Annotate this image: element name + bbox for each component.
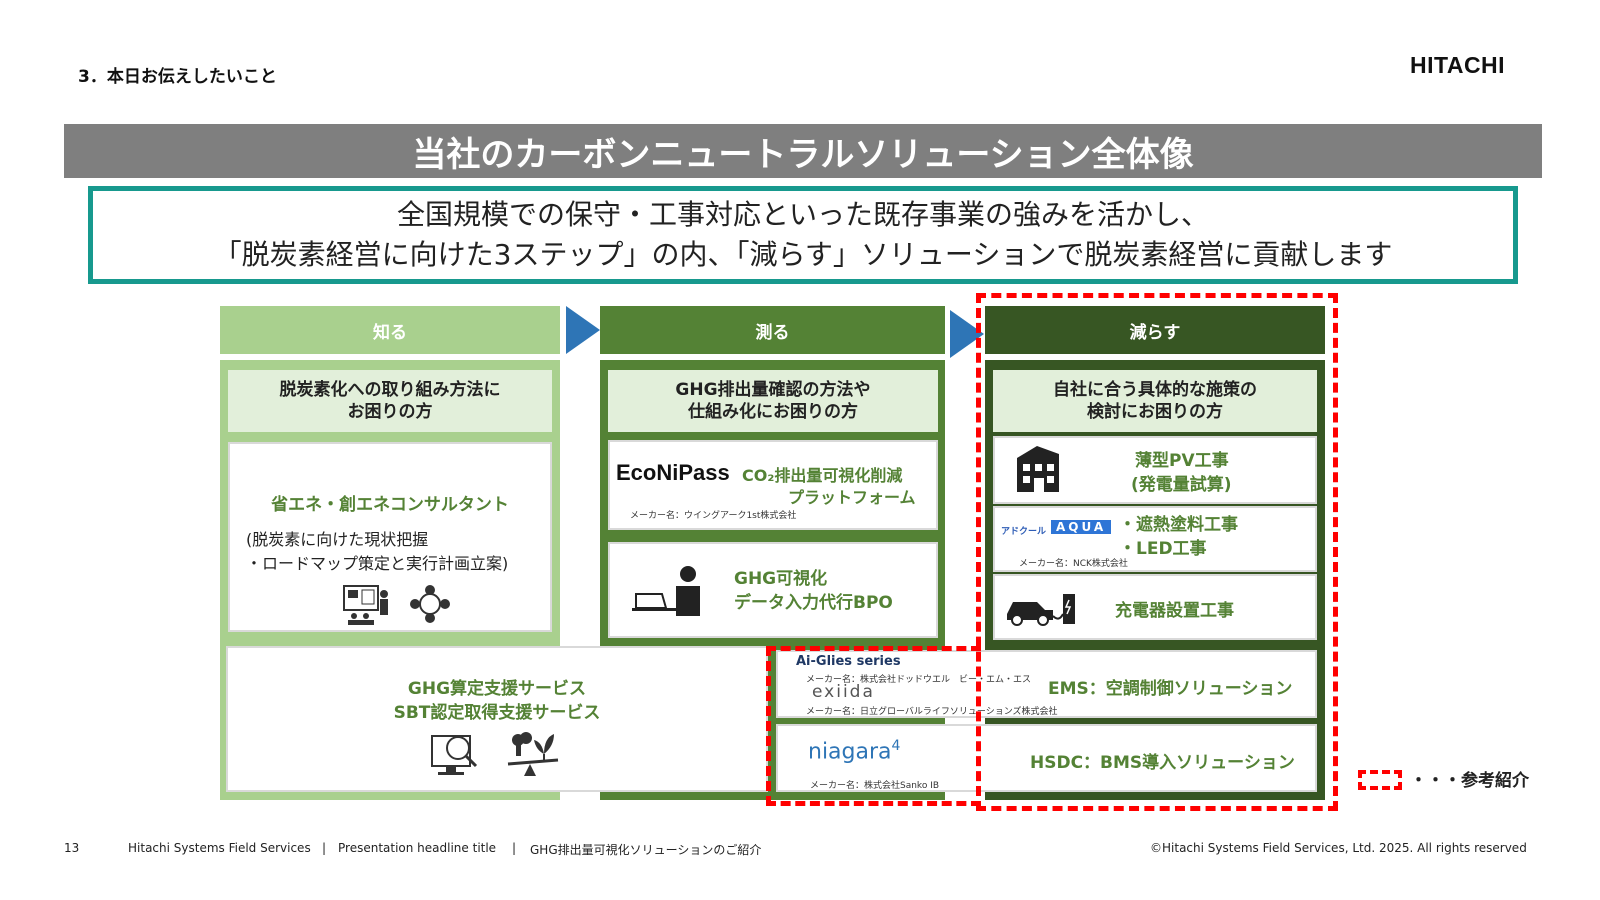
footer-separator: | xyxy=(322,841,327,855)
ems-card: Ai-Glies series メーカー名：株式会社ドッドウエル ビー・エム・エ… xyxy=(776,650,1317,718)
problem-reduce-line2: 検討にお困りの方 xyxy=(1087,402,1223,422)
ems-label: EMS：空調制御ソリューション xyxy=(1048,679,1293,699)
column-head-know-label: 知る xyxy=(373,322,407,343)
key-message: 全国規模での保守・工事対応といった既存事業の強みを活かし、 「脱炭素経営に向けた… xyxy=(88,186,1518,284)
niagara-maker: メーカー名：株式会社Sanko IB xyxy=(810,781,940,791)
aqua-maker: メーカー名：NCK株式会社 xyxy=(1019,559,1128,569)
ev-charger-icon xyxy=(1007,594,1075,626)
column-head-know: 知る xyxy=(220,306,560,354)
legend-dashed-box xyxy=(1358,770,1402,790)
ghg-support-card: GHG算定支援サービス SBT認定取得支援サービス xyxy=(226,646,768,792)
key-message-line1: 全国規模での保守・工事対応といった既存事業の強みを活かし、 xyxy=(396,198,1209,231)
section-label: 3．本日お伝えしたいこと xyxy=(78,67,277,87)
ghg-analysis-icon xyxy=(431,732,559,776)
hitachi-logo: HITACHI xyxy=(1410,52,1506,78)
problem-know-line2: お困りの方 xyxy=(347,402,433,422)
econipass-desc2: プラットフォーム xyxy=(788,488,916,507)
slide-title-text: 当社のカーボンニュートラルソリューション全体像 xyxy=(412,134,1194,175)
reference-highlight xyxy=(976,293,1338,811)
problem-measure-line2: 仕組み化にお困りの方 xyxy=(688,402,858,422)
ghg-line1: GHG算定支援サービス xyxy=(407,679,587,699)
consulting-desc2: ・ロードマップ策定と実行計画立案) xyxy=(246,554,509,573)
econipass-card: EcoNiPass CO₂排出量可視化削減 プラットフォーム メーカー名：ウイン… xyxy=(608,440,938,530)
footer-copyright: ©Hitachi Systems Field Services, Ltd. 20… xyxy=(1150,841,1527,855)
exiida-logo: exiida xyxy=(812,682,875,702)
niagara-logo-text: niagara xyxy=(808,739,892,765)
laptop-person-icon xyxy=(632,566,700,616)
pv-line1: 薄型PV工事 xyxy=(1135,451,1229,471)
consulting-desc1: (脱炭素に向けた現状把握 xyxy=(246,530,429,549)
slide-title: 当社のカーボンニュートラルソリューション全体像 xyxy=(64,124,1542,178)
column-head-reduce: 減らす xyxy=(985,306,1325,354)
aqua-logo: AQUA xyxy=(1051,520,1112,534)
reference-highlight-extension xyxy=(766,646,981,806)
column-head-reduce-label: 減らす xyxy=(1129,322,1181,343)
exiida-maker: メーカー名：日立グローバルライフソリューションズ株式会社 xyxy=(806,707,1058,717)
chevron-right-icon xyxy=(566,306,600,354)
econipass-desc1: CO₂排出量可視化削減 xyxy=(742,466,903,485)
consulting-card: 省エネ・創エネコンサルタント (脱炭素に向けた現状把握 ・ロードマップ策定と実行… xyxy=(228,442,552,632)
ghg-line2: SBT認定取得支援サービス xyxy=(393,703,601,723)
econipass-maker: メーカー名：ウイングアーク1st株式会社 xyxy=(630,511,797,521)
consulting-title: 省エネ・創エネコンサルタント xyxy=(271,495,509,515)
charger-card: 充電器設置工事 xyxy=(993,574,1317,640)
econipass-logo: EcoNiPass xyxy=(616,460,730,485)
problem-measure-line1: GHG排出量確認の方法や xyxy=(675,380,871,400)
niagara-logo-sup: 4 xyxy=(891,738,901,754)
hsdc-label: HSDC：BMS導入ソリューション xyxy=(1030,753,1295,773)
column-head-measure: 測る xyxy=(600,306,945,354)
footer-separator: | xyxy=(512,841,517,855)
problem-know: 脱炭素化への取り組み方法に お困りの方 xyxy=(228,370,552,432)
hsdc-card: niagara4 メーカー名：株式会社Sanko IB HSDC：BMS導入ソリ… xyxy=(776,724,1317,792)
legend-text: ・・・参考紹介 xyxy=(1410,771,1529,791)
bpo-card: GHG可視化 データ入力代行BPO xyxy=(608,542,938,638)
column-head-measure-label: 測る xyxy=(755,322,790,343)
led-line: ・LED工事 xyxy=(1119,539,1207,559)
footer-company: Hitachi Systems Field Services xyxy=(128,841,311,855)
problem-measure: GHG排出量確認の方法や 仕組み化にお困りの方 xyxy=(608,370,938,432)
bpo-line2: データ入力代行BPO xyxy=(734,593,893,613)
pv-line2: (発電量試算) xyxy=(1131,475,1232,495)
aqua-card: アドクール AQUA ・遮熱塗料工事 ・LED工事 メーカー名：NCK株式会社 xyxy=(993,506,1317,572)
footer-headline: Presentation headline title xyxy=(338,841,497,855)
problem-reduce: 自社に合う具体的な施策の 検討にお困りの方 xyxy=(993,370,1317,432)
consulting-meeting-icon xyxy=(343,585,450,625)
footer-topic: GHG排出量可視化ソリューションのご紹介 xyxy=(530,843,762,857)
charger-label: 充電器設置工事 xyxy=(1115,601,1234,621)
problem-know-line1: 脱炭素化への取り組み方法に xyxy=(279,380,501,400)
niagara-logo: niagara4 xyxy=(808,738,900,764)
aiglies-maker: メーカー名：株式会社ドッドウエル ビー・エム・エス xyxy=(806,675,1032,685)
pv-card: 薄型PV工事 (発電量試算) xyxy=(993,436,1317,504)
aqua-prefix: アドクール xyxy=(1001,527,1047,537)
aiglies-logo: Ai-Glies series xyxy=(796,654,901,669)
key-message-line2: 「脱炭素経営に向けた3ステップ」の内、「減らす」ソリューションで脱炭素経営に貢献… xyxy=(213,238,1393,271)
problem-reduce-line1: 自社に合う具体的な施策の xyxy=(1053,380,1257,400)
coating-line: ・遮熱塗料工事 xyxy=(1119,515,1238,535)
bpo-line1: GHG可視化 xyxy=(734,569,828,589)
building-icon xyxy=(1017,446,1059,492)
page-number: 13 xyxy=(64,841,80,855)
